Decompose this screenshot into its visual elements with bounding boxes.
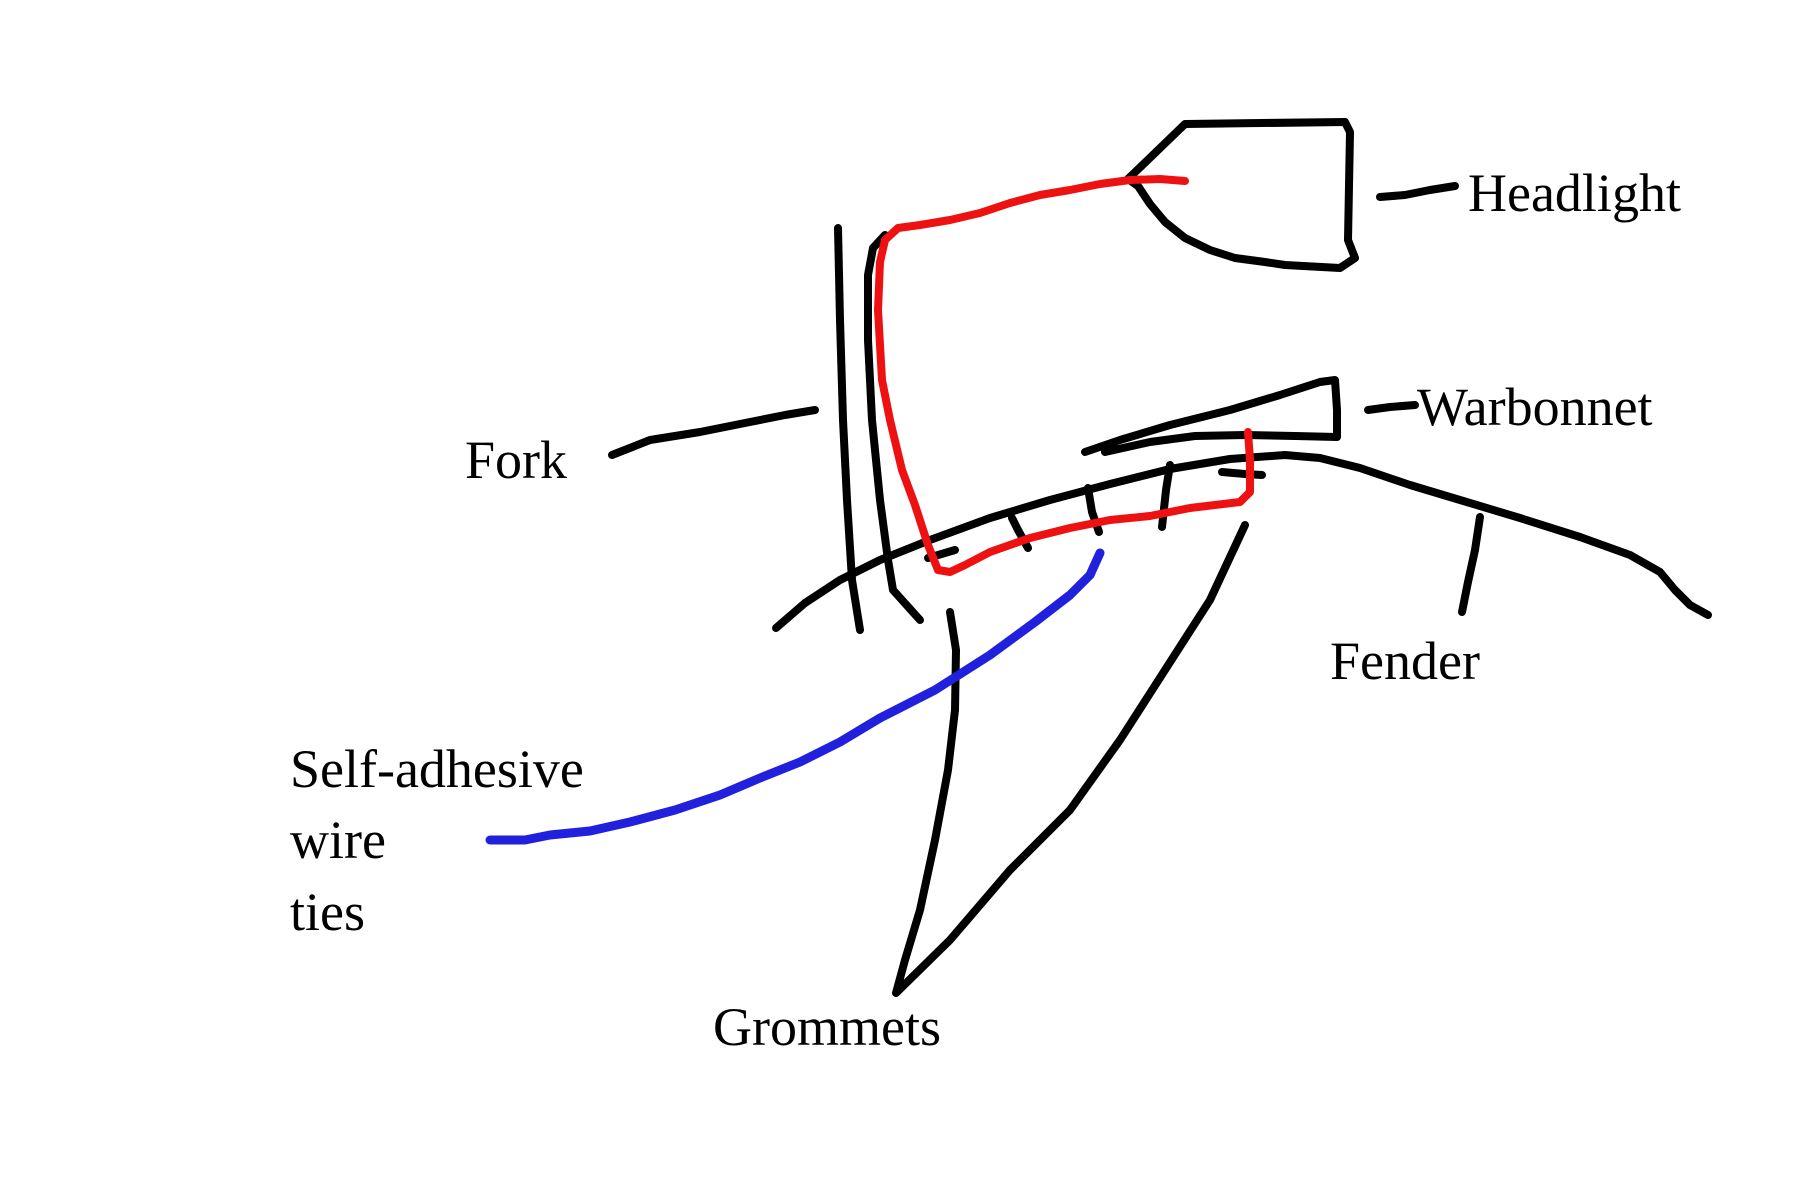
- self-adhesive-wire-ties-label-line1: Self-adhesive: [290, 739, 584, 799]
- grommets-label: Grommets: [713, 997, 941, 1057]
- grommets-leader-line: [892, 521, 1249, 997]
- wire-ties-pointer-line: [485, 548, 1105, 845]
- headlight-outline: [1124, 118, 1359, 272]
- fender-leader-line: [1458, 513, 1484, 616]
- fork-leader-line: [608, 406, 819, 459]
- headlight-leader-line: [1376, 182, 1459, 201]
- warbonnet-outline: [1081, 376, 1341, 456]
- wire-route: [874, 175, 1254, 576]
- fender-outline: [772, 451, 1712, 632]
- fender-label: Fender: [1330, 631, 1480, 691]
- fork-label: Fork: [465, 430, 568, 490]
- wire-tie-mark: [1218, 468, 1266, 479]
- self-adhesive-wire-ties-label-line3: ties: [290, 882, 365, 942]
- fork-tube-right: [864, 231, 924, 624]
- warbonnet-label: Warbonnet: [1417, 377, 1653, 437]
- warbonnet-leader-line: [1364, 401, 1419, 414]
- headlight-label: Headlight: [1468, 163, 1681, 223]
- self-adhesive-wire-ties-label-line2: wire: [290, 810, 386, 870]
- fork-tube-left: [834, 224, 864, 634]
